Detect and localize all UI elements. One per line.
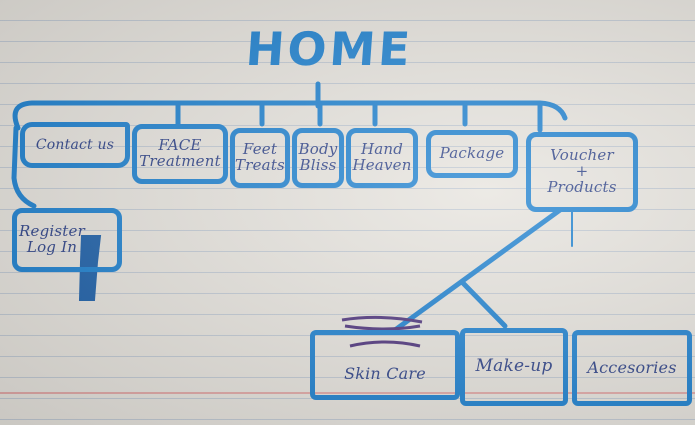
node-contact-us[interactable]: Contact us [20, 122, 130, 168]
home-title: HOME [244, 22, 415, 76]
node-skin-care-label: Skin Care [344, 363, 426, 383]
node-make-up[interactable]: Make-up [460, 328, 568, 406]
branch-register-line [11, 125, 37, 209]
branch-skincare-line [392, 207, 563, 333]
node-make-up-label: Make-up [475, 356, 553, 377]
node-hand-heaven-label: Hand Heaven [352, 140, 412, 174]
node-accessories-label: Accesories [587, 357, 677, 377]
node-hand-heaven[interactable]: Hand Heaven [346, 128, 418, 188]
crossed-out-scribble [341, 315, 423, 348]
node-skin-care[interactable]: Skin Care [310, 330, 460, 400]
node-feet-treats[interactable]: Feet Treats [230, 128, 290, 188]
node-body-bliss[interactable]: Body Bliss [292, 128, 344, 188]
node-body-bliss-label: Body Bliss [298, 140, 338, 174]
node-face-treatment[interactable]: FACE Treatment [132, 124, 228, 184]
main-bus-line [12, 100, 568, 131]
node-package[interactable]: Package [426, 130, 518, 178]
branch-makeup-line [459, 279, 508, 329]
node-voucher-products[interactable]: Voucher + Products [526, 132, 638, 212]
node-feet-treats-label: Feet Treats [235, 140, 285, 174]
node-register-login[interactable]: Register Log In [12, 208, 122, 272]
node-register-login-label: Register Log In [19, 222, 85, 256]
node-accessories[interactable]: Accesories [572, 330, 692, 406]
node-voucher-products-label: Voucher + Products [547, 146, 617, 196]
node-contact-us-label: Contact us [35, 136, 115, 153]
node-face-treatment-label: FACE Treatment [139, 136, 221, 170]
paper-margin-line [0, 392, 695, 394]
node-package-label: Package [439, 144, 505, 163]
